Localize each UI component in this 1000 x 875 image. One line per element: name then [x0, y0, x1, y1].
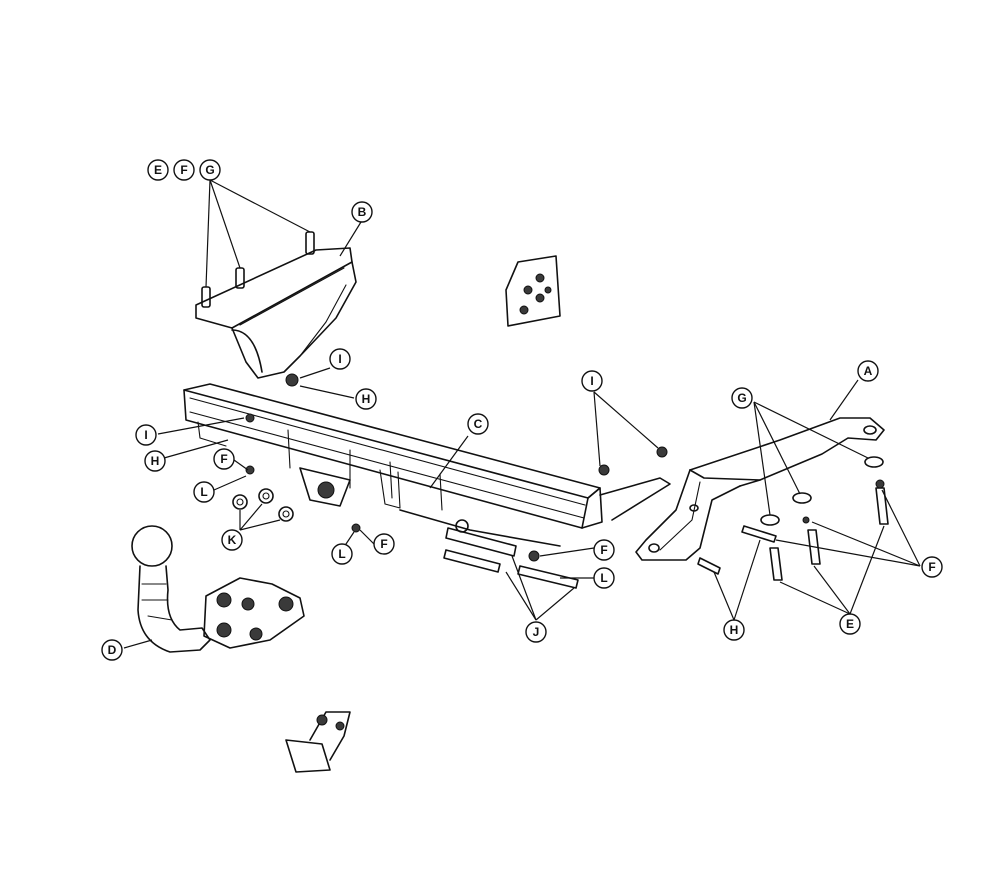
- callout-label: F: [928, 560, 935, 574]
- callout-e-right: E: [839, 613, 861, 635]
- towball-d: [131, 525, 305, 653]
- callout-d: D: [101, 639, 123, 661]
- callout-l-left: L: [193, 481, 215, 503]
- callout-label: L: [338, 547, 345, 561]
- callout-label: H: [362, 392, 371, 406]
- bracket-b: [195, 231, 357, 379]
- callout-h-upper: H: [355, 388, 377, 410]
- callout-label: F: [180, 163, 187, 177]
- bracket-a: [635, 417, 885, 561]
- callout-i-upper: I: [329, 348, 351, 370]
- callout-label: B: [358, 205, 367, 219]
- crossbar-c: [183, 383, 671, 547]
- hardware-right: [598, 446, 889, 581]
- leader-lines: [123, 179, 921, 649]
- socket-bracket: [285, 711, 351, 773]
- callout-label: H: [151, 454, 160, 468]
- callout-label: L: [600, 571, 607, 585]
- callout-label: L: [200, 485, 207, 499]
- wiring-plate: [505, 255, 561, 327]
- hardware-k: [232, 373, 361, 533]
- callout-label: G: [737, 391, 746, 405]
- callout-j: J: [525, 621, 547, 643]
- callout-l-center: L: [331, 543, 353, 565]
- callout-label: I: [590, 374, 593, 388]
- callout-e-top: E: [147, 159, 169, 181]
- callout-l-mid: L: [593, 567, 615, 589]
- callout-label: C: [474, 417, 483, 431]
- bolts-j: [443, 527, 579, 589]
- callout-g-top: G: [199, 159, 221, 181]
- callout-k: K: [221, 529, 243, 551]
- callout-label: I: [338, 352, 341, 366]
- callout-b: B: [351, 201, 373, 223]
- callout-g-right: G: [731, 387, 753, 409]
- callout-f-mid: F: [593, 539, 615, 561]
- callout-h-left: H: [144, 450, 166, 472]
- callout-label: D: [108, 643, 117, 657]
- callout-i-right: I: [581, 370, 603, 392]
- callout-label: F: [380, 537, 387, 551]
- callout-label: E: [154, 163, 162, 177]
- callout-label: K: [228, 533, 237, 547]
- callout-f-left: F: [213, 448, 235, 470]
- callout-i-left: I: [135, 424, 157, 446]
- callout-label: G: [205, 163, 214, 177]
- callout-label: F: [220, 452, 227, 466]
- callout-h-right: H: [723, 619, 745, 641]
- callout-f-top: F: [173, 159, 195, 181]
- callout-f-right: F: [921, 556, 943, 578]
- callout-a: A: [857, 360, 879, 382]
- callout-label: H: [730, 623, 739, 637]
- callout-label: I: [144, 428, 147, 442]
- callout-label: A: [864, 364, 873, 378]
- callout-label: J: [533, 625, 540, 639]
- callout-c: C: [467, 413, 489, 435]
- callout-label: E: [846, 617, 854, 631]
- callout-f-center: F: [373, 533, 395, 555]
- callout-label: F: [600, 543, 607, 557]
